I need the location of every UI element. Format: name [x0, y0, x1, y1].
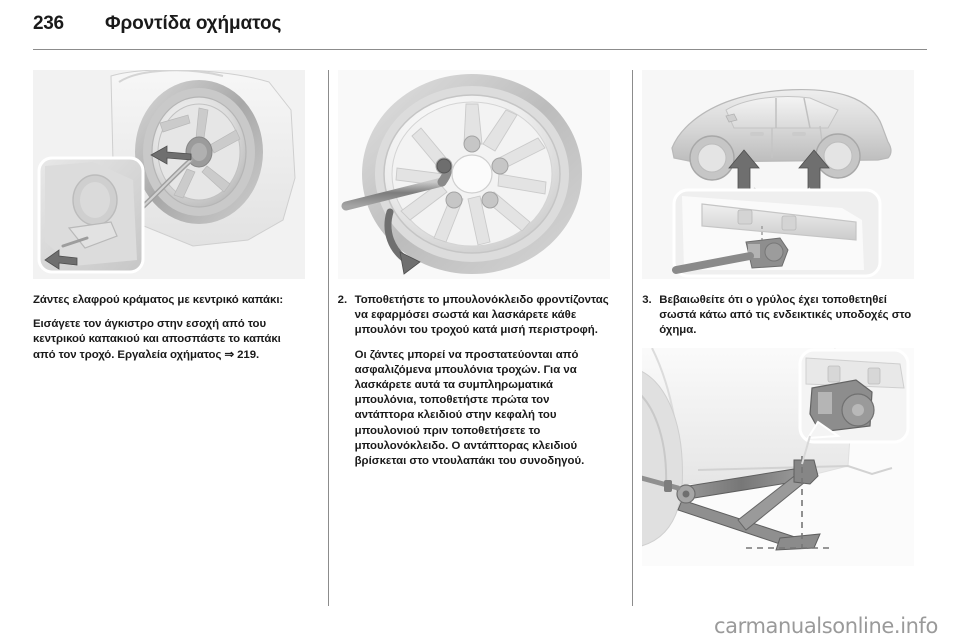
figure-jack-positioned-under-sill	[642, 347, 915, 566]
column-rule	[327, 70, 329, 606]
step-3: 3. Βεβαιωθείτε ότι ο γρύλος έχει τοποθετ…	[642, 293, 914, 339]
page-number: 236	[33, 13, 64, 34]
header-divider	[33, 49, 927, 50]
figure-vehicle-jacking-points	[642, 70, 915, 279]
step-2-number: 2.	[337, 294, 348, 306]
chapter-title: Φροντίδα οχήματος	[105, 13, 282, 34]
page-reference-icon: ⇒	[224, 348, 234, 361]
left-body-sentence: Εισάγετε τον άγκιστρο στην εσοχή από του…	[33, 318, 281, 361]
site-watermark: carmanualsonline.info	[714, 614, 938, 638]
column-divider-2	[622, 70, 642, 606]
step-2: 2. Τοποθετήστε το μπουλονόκλειδο φροντίζ…	[338, 293, 610, 339]
page-header: 236 Φροντίδα οχήματος	[33, 12, 927, 46]
content-columns: Ζάντες ελαφρού κράματος με κεντρικό καπά…	[33, 70, 927, 606]
page-footer: carmanualsonline.info	[0, 606, 960, 642]
step-3-number: 3.	[642, 294, 652, 306]
step-2-text: Τοποθετήστε το μπουλονόκλειδο φροντίζοντ…	[354, 294, 609, 337]
column-divider-1	[318, 70, 338, 606]
step-3-text: Βεβαιωθείτε ότι ο γρύλος έχει τοποθετηθε…	[659, 294, 912, 337]
column-rule	[632, 70, 634, 606]
column-right: 3. Βεβαιωθείτε ότι ο γρύλος έχει τοποθετ…	[642, 70, 927, 606]
note-indent-spacer	[338, 348, 355, 470]
left-reference-page: 219.	[237, 348, 260, 361]
left-body-text: Εισάγετε τον άγκιστρο στην εσοχή από του…	[33, 317, 291, 363]
step-2-note-text: Οι ζάντες μπορεί να προστατεύονται από α…	[354, 348, 585, 468]
step-2-note: Οι ζάντες μπορεί να προστατεύονται από α…	[338, 348, 610, 470]
left-heading: Ζάντες ελαφρού κράματος με κεντρικό καπά…	[33, 294, 284, 306]
column-middle: 2. Τοποθετήστε το μπουλονόκλειδο φροντίζ…	[337, 70, 623, 606]
column-left: Ζάντες ελαφρού κράματος με κεντρικό καπά…	[33, 70, 318, 606]
figure-wheel-lug-wrench	[337, 70, 610, 279]
figure-wheel-hubcap-removal	[33, 70, 305, 279]
